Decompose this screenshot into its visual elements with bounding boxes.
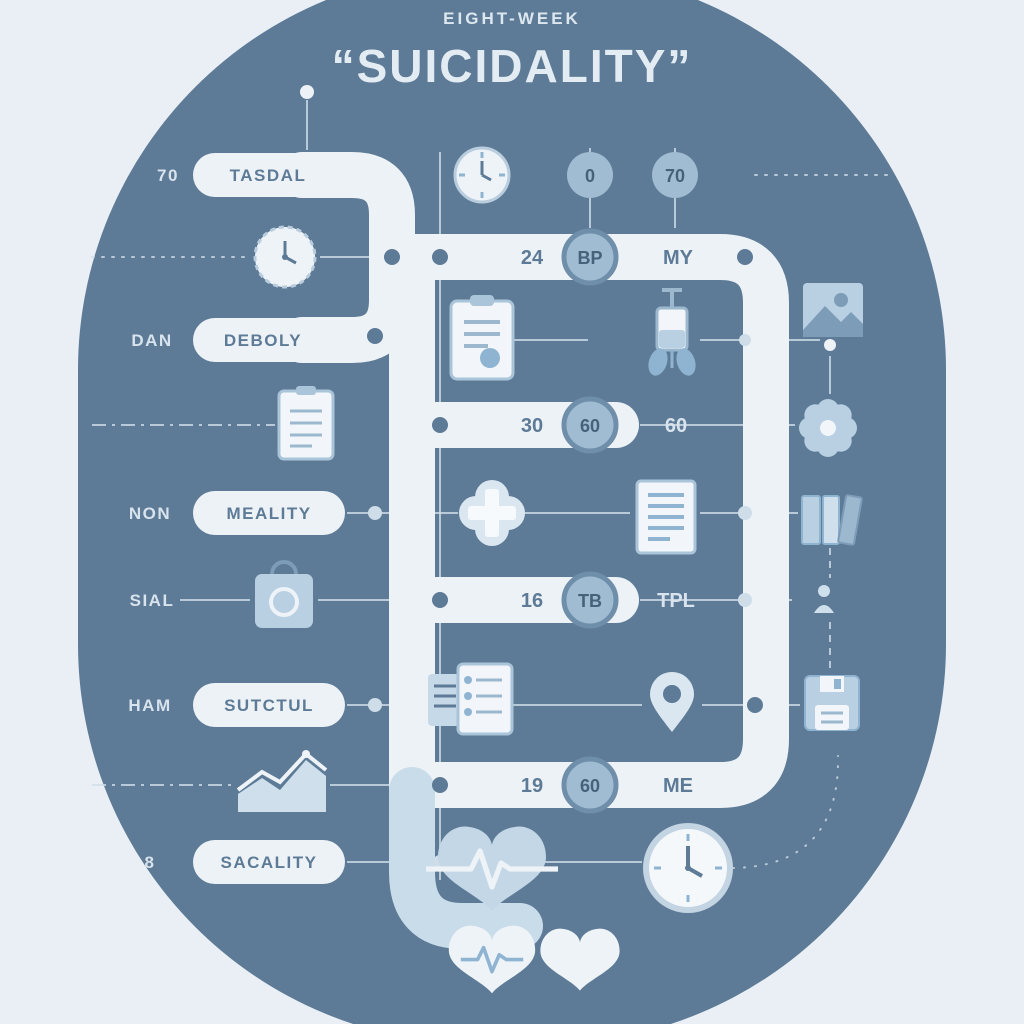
node-row6-label: TB [578,591,602,611]
milestone-pills: TASDAL DEBOLY MEALITY SUTCTUL SACALITY [193,153,345,884]
inline-values: 24 MY 30 60 16 TPL 19 ME [521,247,695,797]
pill-deboly [193,318,333,362]
clock-icon [453,146,511,204]
week-nodes: 0 70 BP 60 TB 60 [561,152,698,814]
pill-deboly-label: DEBOLY [224,331,302,350]
document-icon [635,479,697,555]
pill-sutctul-label: SUTCTUL [224,696,314,715]
value-r4-left: 30 [521,415,543,437]
page-title: “SUICIDALITY” [332,40,693,92]
node-top-right [652,152,698,198]
route-bottom-light [389,767,543,949]
left-label-5: 8 [145,853,156,872]
value-r2-left: 24 [521,247,544,269]
node-row2-label: BP [577,248,602,268]
value-r6-left: 16 [521,590,543,612]
node-top-left-label: 0 [585,166,595,186]
pill-sacality-label: SACALITY [221,853,318,872]
left-label-4: HAM [128,696,171,715]
medical-cross-icon [459,480,525,546]
shopping-bag-icon [255,560,313,628]
clipboard-icon [277,386,335,461]
icons [236,146,863,994]
left-label-3: SIAL [130,591,175,610]
heart-ekg-icon [448,925,536,994]
heart-ekg-icon [426,826,558,911]
route-start-dot [300,85,314,99]
area-chart-icon [236,750,328,812]
person-icon [814,585,834,613]
pill-tasdal-label: TASDAL [230,166,307,185]
books-icon [801,494,863,546]
pill-meality-label: MEALITY [226,504,311,523]
node-top-left [567,152,613,198]
node-row8 [561,756,619,814]
heart-icon [540,928,620,991]
header: EIGHT-WEEK “SUICIDALITY” [300,9,693,99]
node-row6 [561,571,619,629]
value-r8-left: 19 [521,775,543,797]
value-r4-right: 60 [665,415,687,437]
pill-meality [193,491,345,535]
flower-icon [799,399,857,457]
connector-dots [367,249,836,869]
left-labels: 70 DAN NON SIAL HAM 8 [128,166,179,872]
left-label-2: NON [129,504,171,523]
left-label-1: DAN [131,331,172,350]
node-row4 [561,396,619,454]
iv-drip-icon [648,288,696,376]
photo-icon [803,283,863,337]
value-r6-right: TPL [657,590,695,612]
pill-sacality [193,840,345,884]
pill-sutctul [193,683,345,727]
pill-tasdal [193,153,343,197]
node-row2 [561,228,619,286]
clock-icon [643,823,733,913]
node-row8-label: 60 [580,776,600,796]
clock-icon [253,225,317,289]
clipboard-icon [449,295,515,381]
node-row4-label: 60 [580,416,600,436]
left-label-0: 70 [157,166,179,185]
node-top-right-label: 70 [665,166,685,186]
floppy-disk-icon [804,675,860,731]
value-r8-right: ME [663,775,693,797]
value-r2-right: MY [663,247,694,269]
title-eyebrow: EIGHT-WEEK [443,9,581,28]
location-pin-icon [650,672,694,732]
checklist-icon [428,662,514,736]
